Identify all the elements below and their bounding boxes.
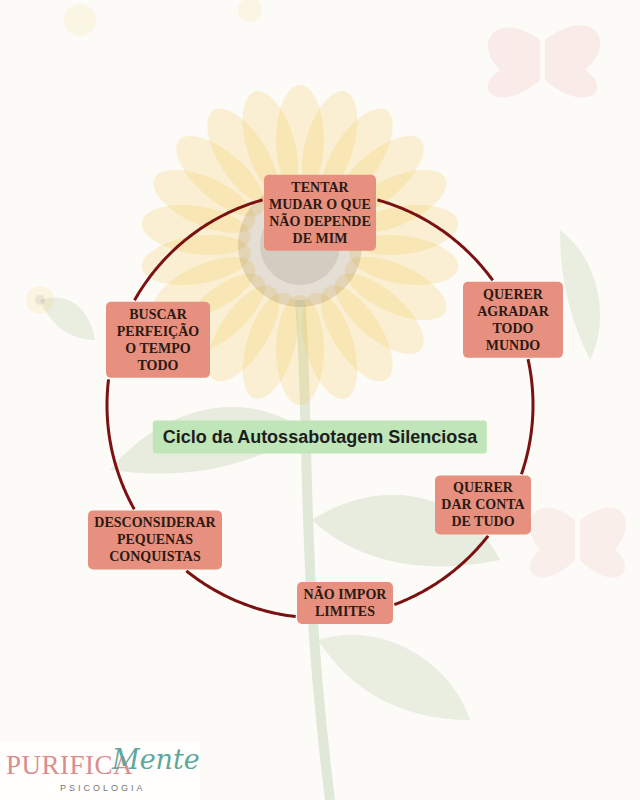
step-text: TENTAR MUDAR O QUE NÃO DEPENDE DE MIM [269,179,371,247]
cycle-arc [521,359,533,474]
cycle-arc [394,536,488,605]
leaf [560,230,600,360]
leaf [318,635,470,720]
cycle-arc [134,200,262,300]
small-flower [64,0,262,36]
step-text: DESCONSIDERAR PEQUENAS CONQUISTAS [93,514,217,565]
step-text: BUSCAR PERFEIÇÃO O TEMPO TODO [111,306,205,374]
cycle-step-box: DESCONSIDERAR PEQUENAS CONQUISTAS [88,510,222,569]
small-flower [26,286,54,314]
cycle-title-box: Ciclo da Autossabotagem Silenciosa [153,421,487,454]
logo-script: Mente [112,744,200,775]
butterfly [530,508,626,578]
cycle-step-box: NÃO IMPOR LIMITES [297,582,393,624]
cycle-title: Ciclo da Autossabotagem Silenciosa [163,427,477,448]
cycle-step-box: QUERER AGRADAR TODO MUNDO [463,282,563,358]
cycle-arc [377,200,492,281]
butterfly [488,25,600,97]
step-text: QUERER DAR CONTA DE TUDO [440,479,526,530]
logo-ground [0,742,200,800]
cycle-step-box: BUSCAR PERFEIÇÃO O TEMPO TODO [106,302,210,378]
cycle-arc [107,379,134,509]
cycle-step-box: TENTAR MUDAR O QUE NÃO DEPENDE DE MIM [264,175,376,251]
cycle-arc [186,571,295,617]
logo-subtitle: PSICOLOGIA [60,783,146,793]
cycle-step-box: QUERER DAR CONTA DE TUDO [435,475,531,534]
step-text: QUERER AGRADAR TODO MUNDO [468,286,558,354]
sunflower-illustration [26,0,626,800]
step-text: NÃO IMPOR LIMITES [302,586,388,620]
